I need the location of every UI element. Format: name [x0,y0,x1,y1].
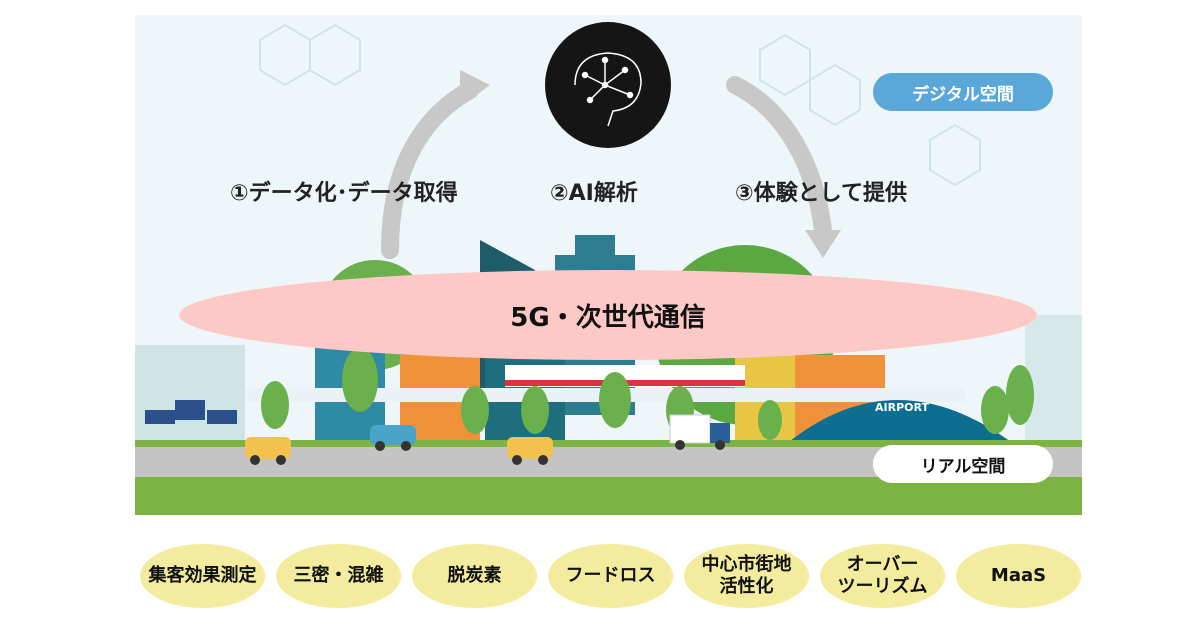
airport-sign: AIRPORT [875,401,929,414]
step-data-acquisition: ①データ化･データ取得 [230,181,458,206]
use-case-oval: オーバー ツーリズム [820,544,945,608]
arrow-down-icon [805,230,841,258]
use-case-oval: 中心市街地 活性化 [684,544,809,608]
arrow-up-icon [460,70,490,107]
use-case-oval: 集客効果測定 [140,544,265,608]
use-case-oval: MaaS [956,544,1081,608]
car-icon [507,437,553,465]
use-case-oval: フードロス [548,544,673,608]
network-oval: 5G・次世代通信 [179,270,1037,360]
real-space-badge: リアル空間 [873,445,1053,483]
car-icon [370,425,416,451]
use-case-oval: 脱炭素 [412,544,537,608]
car-icon [245,437,291,465]
hex-network-icon [259,23,981,187]
use-case-oval: 三密・混雑 [276,544,401,608]
step-ai-analysis: ②AI解析 [550,181,638,206]
digital-space-badge: デジタル空間 [873,73,1053,111]
city-illustration: AIRPORT デジタル空間 リアル空間 ①データ化･データ取得 [135,15,1082,515]
truck-icon [669,414,730,450]
step-experience: ③体験として提供 [735,181,907,206]
